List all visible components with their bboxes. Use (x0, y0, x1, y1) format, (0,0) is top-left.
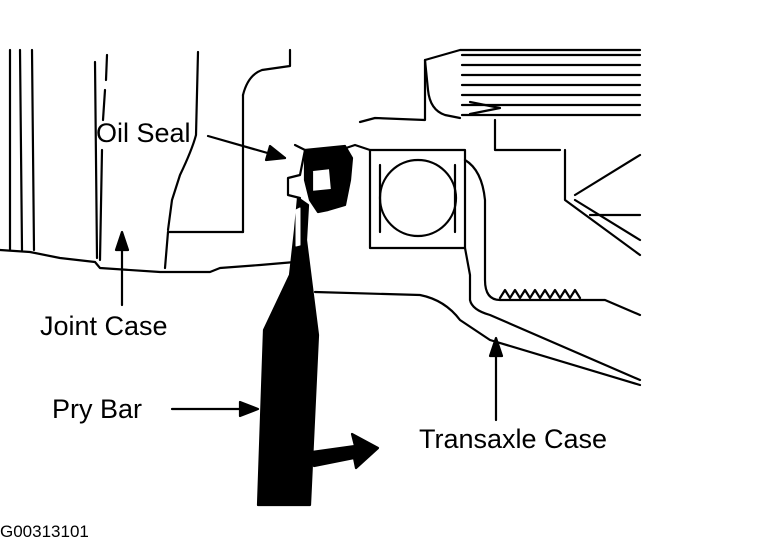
transaxle-case-label: Transaxle Case (419, 424, 608, 454)
joint-case-label: Joint Case (40, 311, 168, 341)
bearing (368, 148, 467, 250)
pry-bar (256, 196, 320, 507)
direction-arrow (310, 432, 380, 470)
figure-id: G00313101 (0, 522, 89, 541)
joint-case-leader (114, 230, 130, 307)
oil-seal-leader (206, 134, 287, 162)
transaxle-gears (358, 48, 642, 257)
transaxle-case (313, 158, 642, 387)
oil-seal-label: Oil Seal (96, 118, 191, 148)
pry-bar-leader (170, 400, 260, 418)
pry-bar-label: Pry Bar (52, 394, 143, 424)
oil-seal (286, 143, 372, 214)
joint-case (0, 48, 297, 274)
transaxle-case-leader (488, 336, 504, 422)
